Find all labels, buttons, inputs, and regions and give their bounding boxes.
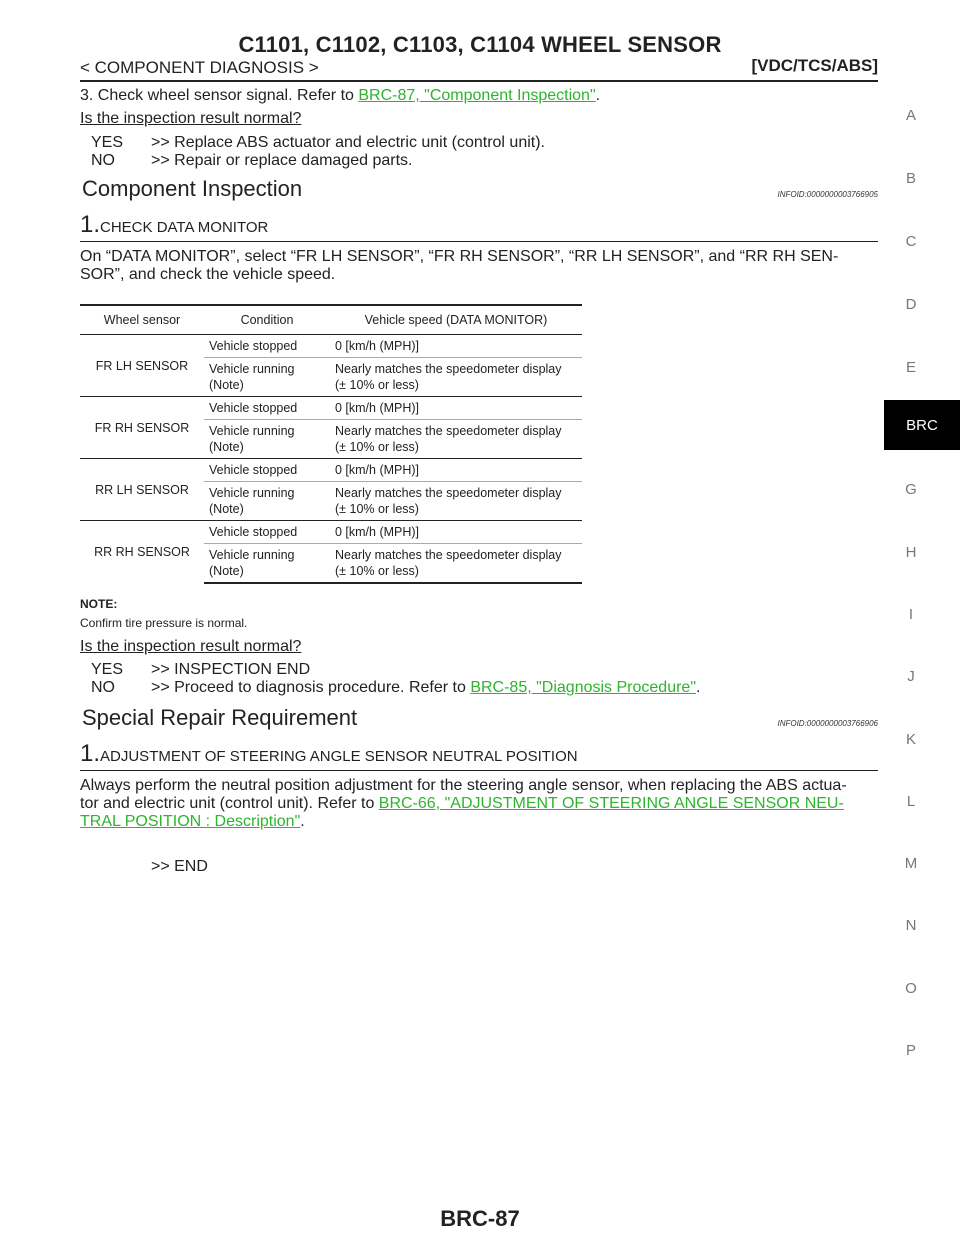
side-index-a[interactable]: A <box>905 107 916 124</box>
condition-cell: Vehicle running(Note) <box>204 543 330 584</box>
condition-cell: Vehicle running(Note) <box>204 419 330 459</box>
diagnosis-procedure-link[interactable]: BRC-85, "Diagnosis Procedure" <box>470 679 696 696</box>
table-row: Vehicle running(Note) Nearly matches the… <box>80 419 582 459</box>
ci-question: Is the inspection result normal? <box>80 638 302 655</box>
side-index-m[interactable]: M <box>904 855 918 872</box>
speed-cell: 0 [km/h (MPH)] <box>330 520 582 544</box>
condition-cell: Vehicle stopped <box>204 334 330 358</box>
ci-no-label: NO <box>91 679 115 696</box>
condition-cell: Vehicle stopped <box>204 458 330 482</box>
sr-end-text: >> END <box>151 858 208 875</box>
sensor-cell: FR RH SENSOR <box>80 396 204 459</box>
intro-no-text: >> Repair or replace damaged parts. <box>151 152 413 169</box>
condition-cell: Vehicle stopped <box>204 520 330 544</box>
step3-link[interactable]: BRC-87, "Component Inspection" <box>358 87 596 104</box>
speed-cell: Nearly matches the speedometer display(±… <box>330 419 582 459</box>
steering-angle-link-part1[interactable]: BRC-66, "ADJUSTMENT OF STEERING ANGLE SE… <box>378 795 844 812</box>
side-index-o[interactable]: O <box>905 980 917 997</box>
component-inspection-infoid: INFOID:0000000003766905 <box>777 190 878 199</box>
side-index-b[interactable]: B <box>905 170 916 187</box>
step3-line: 3. Check wheel sensor signal. Refer to B… <box>80 87 601 104</box>
side-index-j[interactable]: J <box>907 668 915 685</box>
side-index-e[interactable]: E <box>905 359 916 376</box>
condition-cell: Vehicle stopped <box>204 396 330 420</box>
ci-instruction-2: SOR”, and check the vehicle speed. <box>80 266 336 283</box>
sr-text-1: Always perform the neutral position adju… <box>80 777 847 794</box>
side-index-n[interactable]: N <box>905 917 917 934</box>
header-rule <box>80 80 878 82</box>
speed-cell: 0 [km/h (MPH)] <box>330 458 582 482</box>
condition-cell: Vehicle running(Note) <box>204 357 330 397</box>
table-header-cell: Vehicle speed (DATA MONITOR) <box>364 313 548 327</box>
sr-text-2: tor and electric unit (control unit). Re… <box>80 795 844 812</box>
wheel-sensor-table: Wheel sensor Condition Vehicle speed (DA… <box>80 304 582 584</box>
side-index-brc-tab[interactable]: BRC <box>884 400 960 450</box>
note-text: Confirm tire pressure is normal. <box>80 616 248 630</box>
side-index-h[interactable]: H <box>905 544 917 561</box>
ci-no-line: >> Proceed to diagnosis procedure. Refer… <box>151 679 701 696</box>
table-row: Vehicle running(Note) Nearly matches the… <box>80 357 582 397</box>
speed-cell: Nearly matches the speedometer display(±… <box>330 481 582 521</box>
page-number: BRC-87 <box>440 1206 520 1231</box>
table-row: RR LH SENSOR Vehicle stopped 0 [km/h (MP… <box>80 458 582 521</box>
sr-step-heading: 1.ADJUSTMENT OF STEERING ANGLE SENSOR NE… <box>80 740 578 767</box>
speed-cell: 0 [km/h (MPH)] <box>330 334 582 358</box>
intro-question: Is the inspection result normal? <box>80 110 302 127</box>
intro-no-label: NO <box>91 152 115 169</box>
table-row: Vehicle running(Note) Nearly matches the… <box>80 481 582 521</box>
ci-yes-text: >> INSPECTION END <box>151 661 311 678</box>
ci-step-heading: 1.CHECK DATA MONITOR <box>80 211 269 238</box>
ci-instruction-1: On “DATA MONITOR”, select “FR LH SENSOR”… <box>80 248 839 265</box>
intro-yes-text: >> Replace ABS actuator and electric uni… <box>151 134 545 151</box>
page-title: C1101, C1102, C1103, C1104 WHEEL SENSOR <box>238 32 722 57</box>
speed-cell: 0 [km/h (MPH)] <box>330 396 582 420</box>
intro-yes-label: YES <box>91 134 124 151</box>
speed-cell: Nearly matches the speedometer display(±… <box>330 543 582 584</box>
side-index-k[interactable]: K <box>905 731 916 748</box>
section-left-label: < COMPONENT DIAGNOSIS > <box>80 58 319 77</box>
speed-cell: Nearly matches the speedometer display(±… <box>330 357 582 397</box>
steering-angle-link-part2[interactable]: TRAL POSITION : Description" <box>80 813 301 830</box>
side-index-p[interactable]: P <box>905 1042 916 1059</box>
table-header-row: Wheel sensor Condition Vehicle speed (DA… <box>80 305 582 335</box>
sensor-cell: RR LH SENSOR <box>80 458 204 521</box>
sensor-cell: RR RH SENSOR <box>80 520 204 583</box>
sr-step-rule <box>80 770 878 771</box>
sensor-cell: FR LH SENSOR <box>80 334 204 397</box>
note-label: NOTE: <box>80 597 118 611</box>
special-repair-infoid: INFOID:0000000003766906 <box>777 719 878 728</box>
special-repair-heading: Special Repair Requirement <box>82 705 358 730</box>
side-index-i[interactable]: I <box>908 606 914 623</box>
table-row: RR RH SENSOR Vehicle stopped 0 [km/h (MP… <box>80 520 582 583</box>
table-row: FR LH SENSOR Vehicle stopped 0 [km/h (MP… <box>80 334 582 397</box>
table-row: FR RH SENSOR Vehicle stopped 0 [km/h (MP… <box>80 396 582 459</box>
side-index-l[interactable]: L <box>906 793 916 810</box>
sr-text-3: TRAL POSITION : Description". <box>80 813 305 830</box>
ci-yes-label: YES <box>91 661 124 678</box>
section-right-label: [VDC/TCS/ABS] <box>751 56 878 75</box>
side-index-d[interactable]: D <box>905 296 917 313</box>
side-index-c[interactable]: C <box>905 233 917 250</box>
condition-cell: Vehicle running(Note) <box>204 481 330 521</box>
side-index-g[interactable]: G <box>905 481 917 498</box>
table-header-cell: Condition <box>240 313 294 327</box>
component-inspection-heading: Component Inspection <box>82 176 303 201</box>
table-header-cell: Wheel sensor <box>103 313 181 327</box>
table-row: Vehicle running(Note) Nearly matches the… <box>80 543 582 584</box>
ci-step-rule <box>80 241 878 242</box>
